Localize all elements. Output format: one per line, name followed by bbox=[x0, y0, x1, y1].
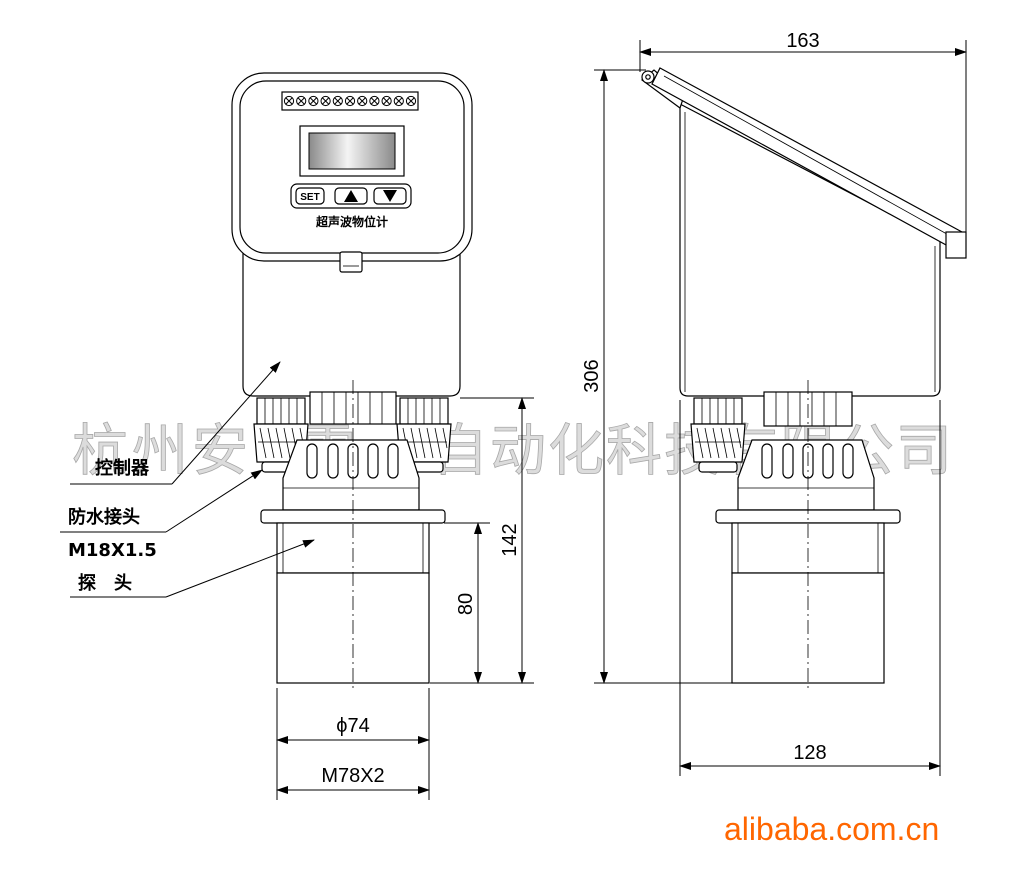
panel-label: 超声波物位计 bbox=[315, 214, 388, 229]
callout-connector-thread: M18X1.5 bbox=[68, 540, 157, 561]
terminal-screw-slot bbox=[407, 97, 415, 105]
terminal-screw-slot bbox=[358, 97, 366, 105]
callout-waterproof-connector: 防水接头 bbox=[68, 506, 140, 528]
cover-latch bbox=[339, 251, 363, 273]
dimension-diameter: ϕ74 bbox=[336, 715, 369, 737]
terminal-screw-slot bbox=[322, 97, 329, 105]
terminal-screw-slot bbox=[346, 97, 354, 105]
watermark-segment: 杭州安 bbox=[72, 419, 252, 484]
dimension-thread: M78X2 bbox=[321, 765, 384, 787]
callout-controller: 控制器 bbox=[95, 457, 150, 479]
terminal-screw-slot bbox=[371, 97, 378, 105]
down-triangle-icon bbox=[383, 190, 397, 202]
leader-probe bbox=[165, 539, 315, 598]
terminal-screw-slot bbox=[285, 97, 293, 105]
controller-body bbox=[242, 249, 461, 397]
front-dimensions: 142 80 ϕ74 M78X2 bbox=[276, 397, 534, 800]
terminal-screw-slot bbox=[395, 97, 403, 105]
side-housing-body bbox=[679, 103, 941, 397]
dimension-80: 80 bbox=[455, 593, 477, 615]
set-button-label: SET bbox=[300, 192, 319, 203]
dimension-163: 163 bbox=[786, 30, 819, 52]
lcd-display bbox=[308, 132, 396, 170]
dimension-128: 128 bbox=[793, 742, 826, 764]
terminal-screw-slot bbox=[334, 97, 342, 105]
dimension-142: 142 bbox=[499, 523, 521, 556]
terminal-screws bbox=[283, 95, 417, 107]
up-triangle-icon bbox=[344, 190, 358, 202]
callouts: 控制器 防水接头 M18X1.5 探 头 bbox=[60, 361, 315, 598]
alibaba-site-logo: alibaba.com.cn bbox=[724, 811, 939, 847]
terminal-screw-slot bbox=[383, 97, 390, 105]
side-view bbox=[641, 67, 967, 692]
terminal-screw-slot bbox=[310, 97, 317, 105]
hinge-pin bbox=[641, 70, 655, 84]
dimension-306: 306 bbox=[581, 359, 603, 392]
leader-waterproof-connector bbox=[165, 469, 263, 533]
set-button bbox=[295, 187, 325, 205]
callout-probe: 探 头 bbox=[78, 572, 132, 594]
side-cable-gland bbox=[690, 397, 746, 473]
front-view: SET 超声波物位计 bbox=[231, 72, 473, 692]
terminal-screw-slot bbox=[297, 97, 305, 105]
leader-controller bbox=[171, 361, 281, 485]
lid-end-cap bbox=[945, 231, 967, 259]
side-dimensions: 163 306 128 bbox=[581, 30, 967, 776]
